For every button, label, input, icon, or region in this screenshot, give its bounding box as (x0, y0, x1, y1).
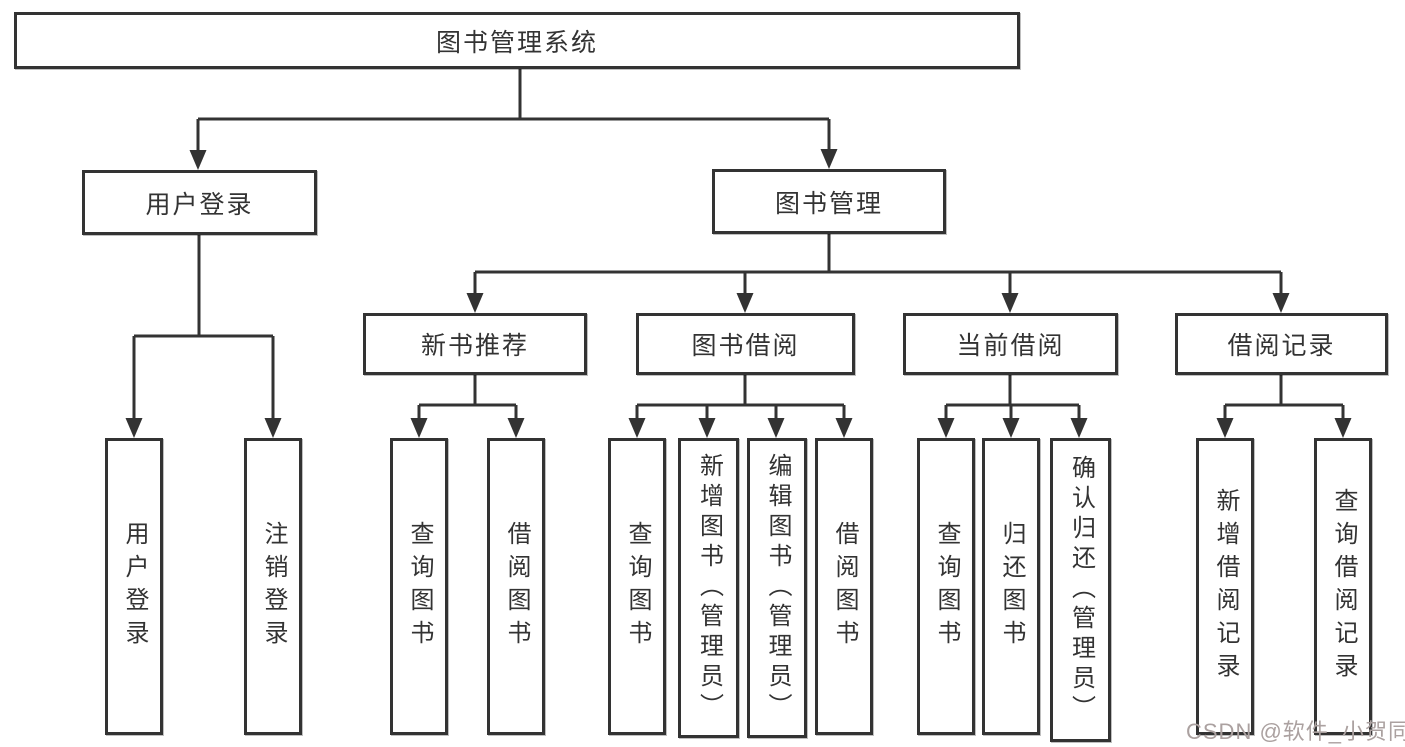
leaf-label: 新增借阅记录 (1212, 487, 1239, 686)
section-label: 当前借阅 (956, 332, 1065, 360)
arrowheads (125, 149, 1352, 438)
arrowhead (1001, 293, 1019, 313)
leaf-query-books-current: 查询图书 (917, 438, 975, 735)
arrowhead (1216, 418, 1234, 438)
leaf-query-books-borrow: 查询图书 (608, 438, 666, 735)
leaf-label: 查询图书 (624, 520, 651, 653)
branch-book-management: 图书管理 (712, 169, 946, 234)
leaf-label: 查询图书 (933, 520, 960, 653)
branch-label: 图书管理 (774, 189, 883, 218)
section-label: 图书借阅 (691, 332, 800, 360)
leaf-confirm-return-admin: 确认归还（管理员） (1050, 438, 1111, 742)
leaf-label: 新增图书（管理员） (695, 453, 723, 723)
leaf-query-books-recommend: 查询图书 (390, 438, 448, 735)
section-label: 借阅记录 (1227, 332, 1336, 360)
root-label: 图书管理系统 (435, 28, 598, 57)
leaf-user-login: 用户登录 (105, 438, 163, 735)
arrowhead (835, 418, 853, 438)
leaf-label: 确认归还（管理员） (1067, 455, 1095, 725)
section-current-borrow: 当前借阅 (903, 313, 1118, 375)
root-box: 图书管理系统 (14, 12, 1020, 69)
arrowhead (1002, 418, 1020, 438)
arrowhead (189, 150, 207, 170)
arrowhead (1272, 293, 1290, 313)
leaf-label: 查询图书 (406, 520, 433, 653)
leaf-logout: 注销登录 (244, 438, 302, 735)
connector-current-borrow-children (944, 375, 1081, 419)
branch-label: 用户登录 (145, 190, 254, 219)
leaf-label: 注销登录 (260, 520, 287, 653)
arrowhead (937, 418, 955, 438)
connector-book-mgmt-sections (473, 234, 1283, 294)
leaf-query-borrow-record: 查询借阅记录 (1314, 438, 1372, 735)
arrowhead (628, 418, 646, 438)
arrowhead (507, 418, 525, 438)
arrowhead (466, 293, 484, 313)
leaf-edit-books-admin: 编辑图书（管理员） (747, 438, 807, 738)
leaf-borrow-books: 借阅图书 (815, 438, 873, 735)
leaf-return-books: 归还图书 (982, 438, 1040, 735)
arrowhead (125, 418, 143, 438)
arrowhead (736, 293, 754, 313)
arrowhead (264, 418, 282, 438)
leaf-label: 借阅图书 (503, 520, 530, 653)
csdn-watermark: CSDN @软件_小贺同学 (1186, 719, 1405, 744)
section-new-book-recommend: 新书推荐 (363, 313, 587, 375)
branch-user-login: 用户登录 (82, 170, 317, 235)
leaf-add-books-admin: 新增图书（管理员） (678, 438, 739, 738)
connector-borrow-record-children (1223, 375, 1345, 419)
arrowhead (698, 418, 716, 438)
leaf-borrow-books-recommend: 借阅图书 (487, 438, 545, 735)
connector-book-borrow-children (635, 375, 846, 419)
leaf-label: 借阅图书 (831, 520, 858, 653)
arrowhead (820, 149, 838, 169)
arrowhead (410, 418, 428, 438)
leaf-label: 编辑图书（管理员） (764, 453, 791, 723)
section-book-borrow: 图书借阅 (636, 313, 855, 375)
connector-root-to-level2 (196, 69, 831, 151)
leaf-label: 查询借阅记录 (1330, 487, 1357, 686)
leaf-label: 用户登录 (121, 520, 148, 653)
section-label: 新书推荐 (420, 332, 529, 360)
leaf-label: 归还图书 (998, 520, 1025, 653)
arrowhead (767, 418, 785, 438)
connector-user-login-children (132, 235, 275, 419)
section-borrow-record: 借阅记录 (1175, 313, 1388, 375)
arrowhead (1070, 418, 1088, 438)
leaf-add-borrow-record: 新增借阅记录 (1196, 438, 1254, 735)
connector-new-book-children (417, 375, 518, 419)
arrowhead (1334, 418, 1352, 438)
